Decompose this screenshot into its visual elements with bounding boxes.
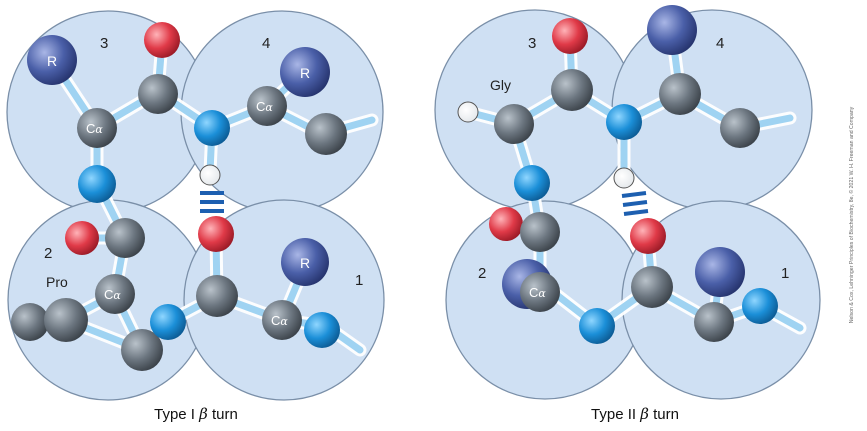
carbon-atom xyxy=(138,74,178,114)
residue-number-1: 1 xyxy=(781,265,789,282)
gly-label: Gly xyxy=(490,77,511,93)
residue-number-2: 2 xyxy=(478,265,486,282)
nitrogen-atom xyxy=(150,304,186,340)
nitrogen-atom xyxy=(514,165,550,201)
oxygen-atom xyxy=(489,207,523,241)
residue-number-3: 3 xyxy=(528,35,536,52)
carbon-atom xyxy=(520,212,560,252)
publisher-credit: Nelson & Cox, Lehninger Principles of Bi… xyxy=(848,106,855,323)
oxygen-atom xyxy=(198,216,234,252)
alpha-carbon-atom xyxy=(520,272,560,312)
carbon-atom xyxy=(305,113,347,155)
alpha-carbon-atom xyxy=(95,274,135,314)
residue-number-4: 4 xyxy=(716,35,724,52)
hydrogen-atom xyxy=(457,101,479,123)
nitrogen-atom xyxy=(606,104,642,140)
carbon-atom xyxy=(11,303,49,341)
nitrogen-atom xyxy=(304,312,340,348)
type-ii-caption: Type II β turn xyxy=(591,405,679,423)
carbon-atom xyxy=(659,73,701,115)
pro-label: Pro xyxy=(46,274,68,290)
carbon-atom xyxy=(694,302,734,342)
ca-label: Cα xyxy=(529,285,546,300)
oxygen-atom xyxy=(65,221,99,255)
atoms xyxy=(457,5,778,344)
residue-number-4: 4 xyxy=(262,35,270,52)
carbon-atom xyxy=(720,108,760,148)
hydrogen-atom xyxy=(199,164,221,186)
type-ii-panel: Gly Cα 3 4 2 1 Type II β turn xyxy=(434,5,821,423)
carbon-atom xyxy=(105,218,145,258)
carbon-atom xyxy=(551,69,593,111)
carbon-atom xyxy=(631,266,673,308)
hydrogen-bond xyxy=(621,191,649,216)
nitrogen-atom xyxy=(579,308,615,344)
atoms xyxy=(11,22,347,371)
ca-label: Cα xyxy=(104,287,121,302)
ca-label: Cα xyxy=(86,121,103,136)
ca-label: Cα xyxy=(271,313,288,328)
residue-number-2: 2 xyxy=(44,245,52,262)
r-group-atom xyxy=(27,35,77,85)
oxygen-atom xyxy=(144,22,180,58)
hydrogen-bond xyxy=(200,191,224,213)
nitrogen-atom xyxy=(194,110,230,146)
alpha-carbon-atom xyxy=(77,108,117,148)
type-i-caption: Type I β turn xyxy=(154,405,238,423)
residue-number-1: 1 xyxy=(355,272,363,289)
r-label: R xyxy=(300,65,310,81)
oxygen-atom xyxy=(630,218,666,254)
residue-number-3: 3 xyxy=(100,35,108,52)
r-group-atom xyxy=(695,247,745,297)
alpha-carbon-atom xyxy=(262,300,302,340)
r-group-atom xyxy=(280,47,330,97)
r-label: R xyxy=(300,255,310,271)
r-group-atom xyxy=(281,238,329,286)
nitrogen-atom xyxy=(742,288,778,324)
ca-label: Cα xyxy=(256,99,273,114)
r-group-atom xyxy=(647,5,697,55)
nitrogen-atom xyxy=(78,165,116,203)
r-label: R xyxy=(47,53,57,69)
oxygen-atom xyxy=(552,18,588,54)
atom-labels: R R R Cα Cα Cα Cα Pro 3 4 2 1 xyxy=(44,35,363,328)
hydrogen-atom xyxy=(613,167,635,189)
carbon-atom xyxy=(44,298,88,342)
type-i-panel: R R R Cα Cα Cα Cα Pro 3 4 2 1 Type I β t… xyxy=(6,10,385,423)
alpha-carbon-atom xyxy=(494,104,534,144)
atom-labels: Gly Cα 3 4 2 1 xyxy=(478,35,789,300)
carbon-atom xyxy=(196,275,238,317)
alpha-carbon-atom xyxy=(247,86,287,126)
carbon-atom xyxy=(121,329,163,371)
